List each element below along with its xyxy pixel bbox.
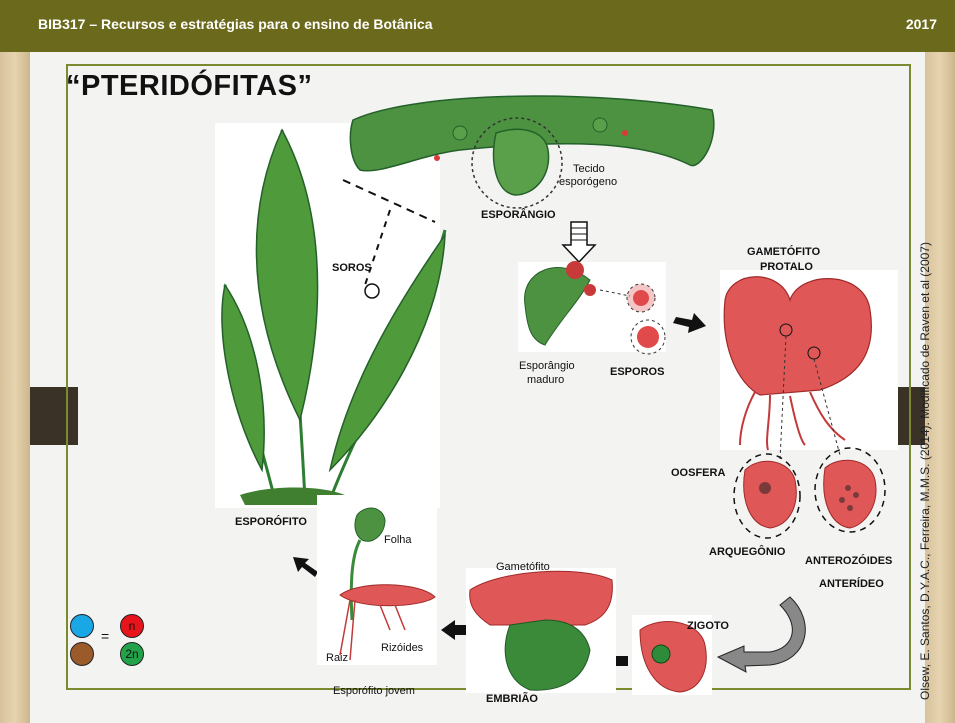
label-esporofito: ESPORÓFITO	[235, 516, 307, 528]
mature-sporangium-drawing	[518, 261, 666, 354]
label-esporangio-maduro-2: maduro	[527, 374, 564, 386]
gametophyte-prothallus-drawing	[720, 270, 898, 460]
label-anterozoides: ANTEROZÓIDES	[805, 555, 892, 567]
young-sporophyte-drawing	[317, 495, 437, 665]
archegonium-drawing	[734, 454, 800, 538]
label-folha: Folha	[384, 534, 412, 546]
label-gametofito-protalo-1: GAMETÓFITO	[747, 246, 820, 258]
embryo-drawing	[466, 568, 616, 693]
label-gametofito: Gametófito	[496, 561, 550, 573]
label-anterideo: ANTERÍDEO	[819, 578, 884, 590]
label-esporos: ESPOROS	[610, 366, 664, 378]
label-esporofito-jovem: Esporófito jovem	[333, 685, 415, 697]
sporophyte-fern-drawing	[215, 123, 445, 508]
label-esporangio: ESPORÂNGIO	[481, 209, 556, 221]
label-esporogeno: esporógeno	[559, 176, 617, 188]
label-oosfera: OOSFERA	[671, 467, 725, 479]
legend-haploid-circle: n	[120, 614, 144, 638]
label-zigoto: ZIGOTO	[687, 620, 729, 632]
legend-equals: =	[101, 628, 109, 644]
legend-blue-circle	[70, 614, 94, 638]
label-arquegonio: ARQUEGÔNIO	[709, 546, 785, 558]
label-gametofito-protalo-2: PROTALO	[760, 261, 813, 273]
label-soros: SOROS	[332, 262, 372, 274]
legend-brown-circle	[70, 642, 94, 666]
label-raiz: Raiz	[326, 652, 348, 664]
image-credit: Olsew, E. Santos, D.Y.A.C., Ferreira, M.…	[918, 180, 932, 700]
label-rizoides: Rizóides	[381, 642, 423, 654]
legend-haploid-label: n	[129, 619, 136, 633]
label-embriao: EMBRIÃO	[486, 693, 538, 705]
legend-diploid-label: 2n	[125, 647, 138, 661]
label-tecido: Tecido	[573, 163, 605, 175]
antheridium-drawing	[815, 448, 885, 532]
legend-diploid-circle: 2n	[120, 642, 144, 666]
label-esporangio-maduro-1: Esporângio	[519, 360, 575, 372]
